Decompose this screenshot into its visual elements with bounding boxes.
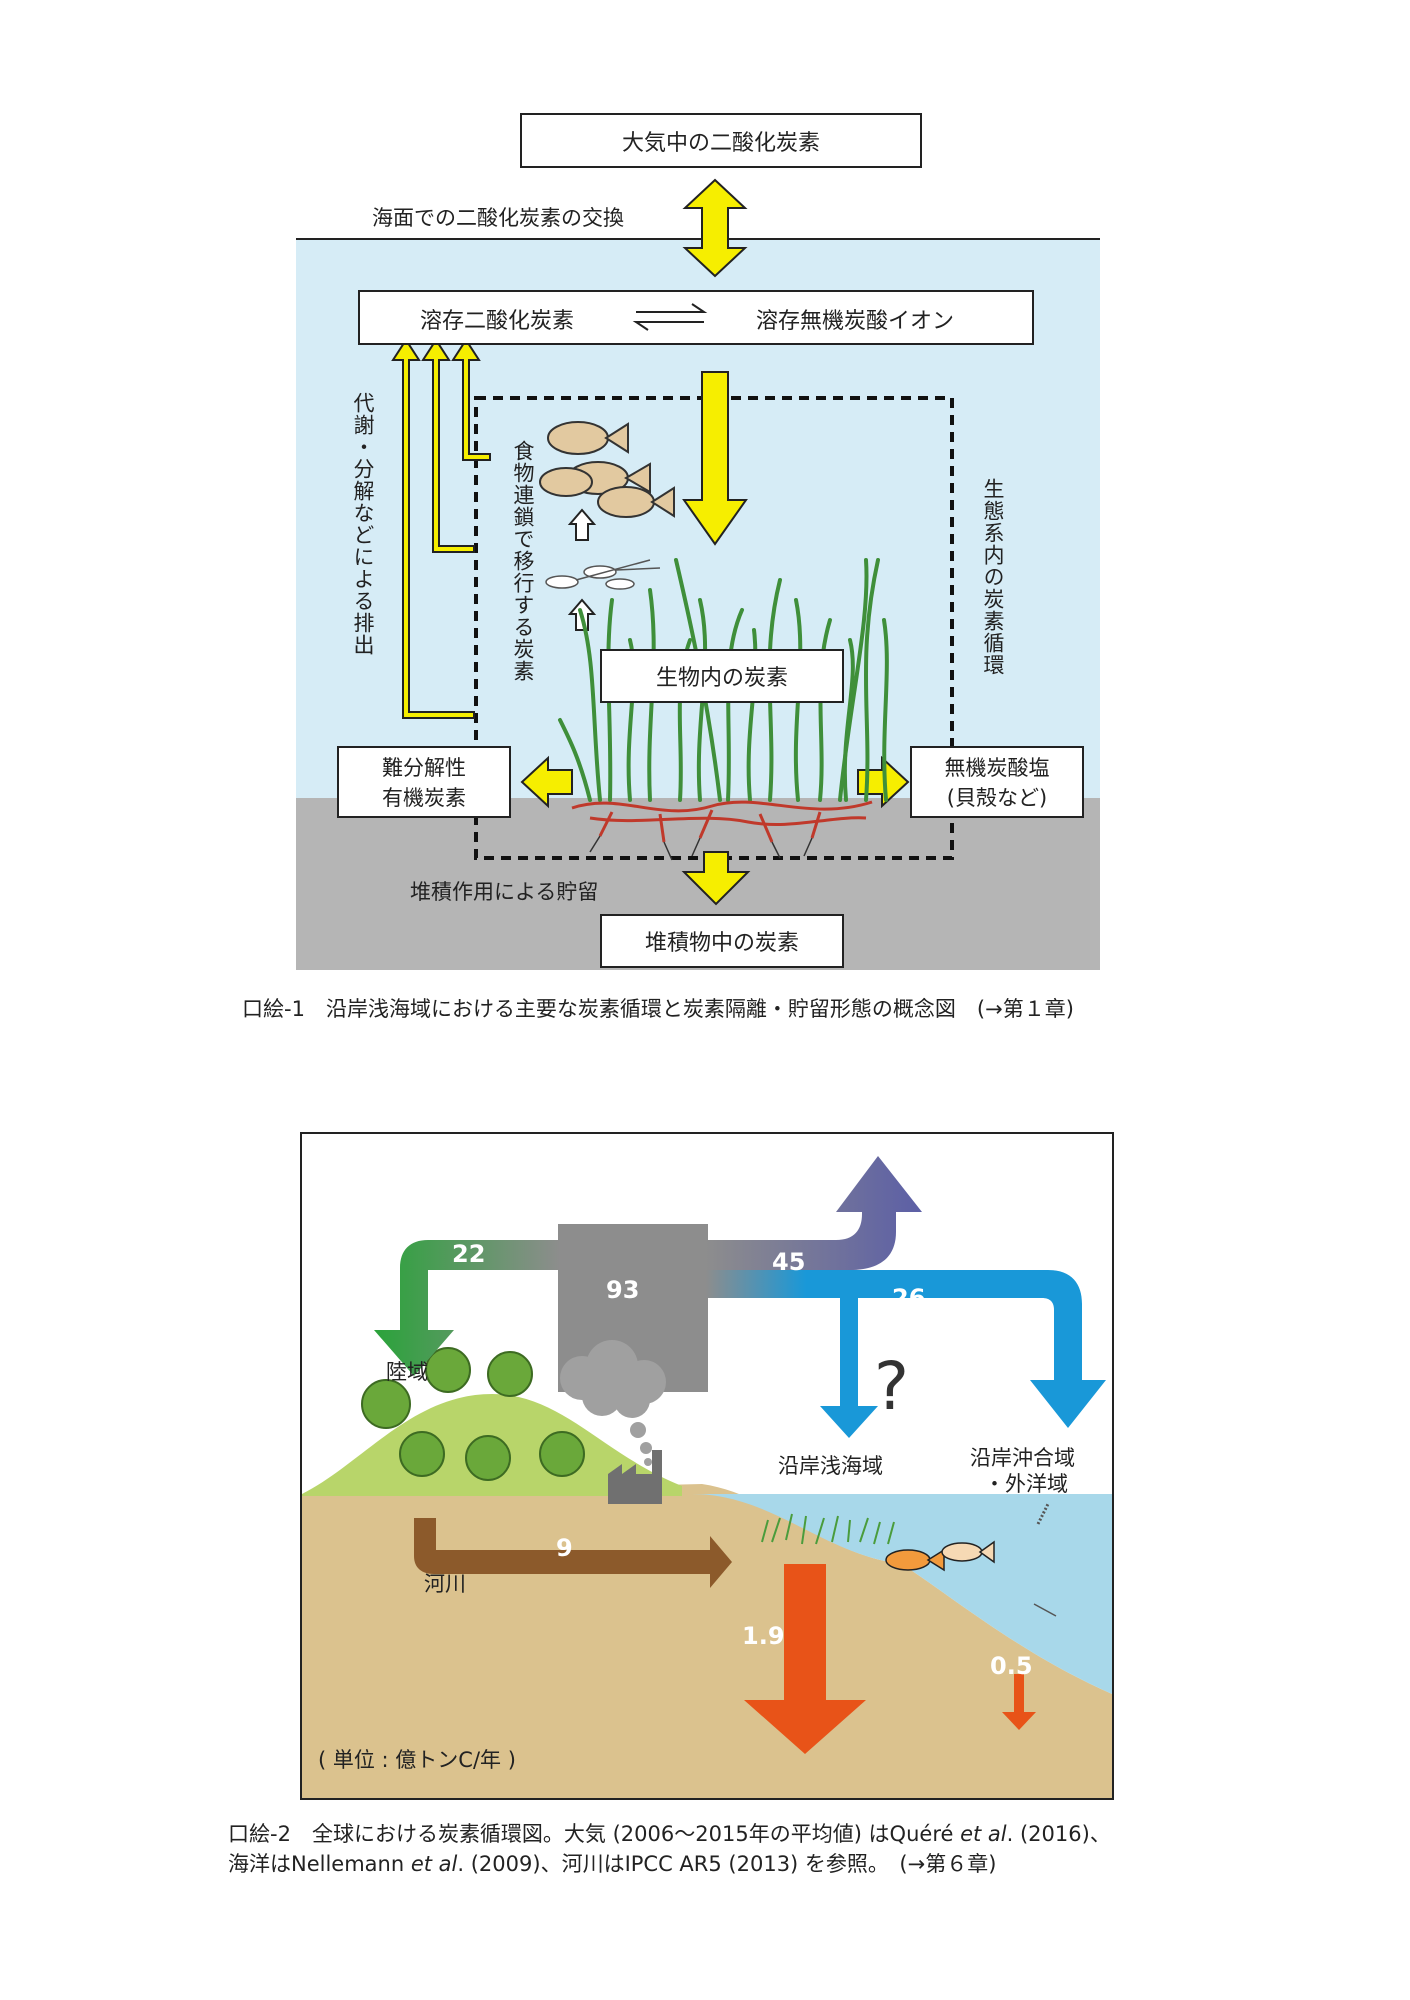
food-chain-label: 食物連鎖で移行する炭素 [511,440,535,682]
atmospheric-co2-box: 大気中の二酸化炭素 [520,113,922,168]
value-45: 45 [772,1248,806,1276]
arrow-45 [706,1156,922,1270]
figure-2-art [302,1156,1112,1798]
value-93: 93 [606,1276,640,1304]
caption-1-a: 口絵-2 全球における炭素循環図。大気 (2006〜2015年の平均値) はQu… [228,1822,961,1846]
value-1-9: 1.9 [742,1622,785,1650]
river-label: 河川 [424,1572,466,1596]
arrow-26-branch [820,1298,878,1438]
inorganic-line-1: 無機炭酸塩 [944,756,1050,780]
shrimp-icon [545,559,661,590]
smoke-cloud-icon [560,1340,666,1466]
caption-1-b: . (2016)、 [1006,1822,1111,1846]
coastal-label: 沿岸浅海域 [778,1454,883,1478]
dissolved-ion-label: 溶存無機炭酸イオン [756,309,955,334]
fish-icon [539,421,675,518]
figure-2-frame [300,1132,1114,1800]
ecosystem-cycle-label: 生態系内の炭素循環 [981,478,1005,676]
arrow-26 [706,1270,1106,1428]
arrow-0-5 [1002,1674,1036,1730]
refractory-arrow [520,755,573,809]
caption-2-b: . (2009)、河川はIPCC AR5 (2013) を参照。 (→第６章) [457,1852,997,1876]
bio-carbon-box: 生物内の炭素 [600,649,844,703]
sediment-carbon-box: 堆積物中の炭素 [600,914,844,968]
emission-arrow-inner [451,338,491,461]
factory-icon [608,1450,662,1504]
arrow-22 [374,1240,560,1376]
offshore-label-1: 沿岸沖合域 [970,1446,1075,1470]
emission-arrow-outer [391,338,475,719]
offshore-label-2: ・外洋域 [984,1472,1068,1496]
question-mark: ? [874,1348,910,1425]
metabolism-label: 代謝・分解などによる排出 [351,392,375,656]
value-9: 9 [556,1534,573,1562]
caption-2-italic: et al [410,1852,458,1876]
figure-2-caption-line-1: 口絵-2 全球における炭素循環図。大気 (2006〜2015年の平均値) はQu… [228,1818,1111,1848]
fish-small-icon [885,1540,995,1572]
value-26: 26 [892,1284,926,1312]
debris-icon [1033,1603,1057,1617]
sea-area [692,1494,1112,1694]
value-22: 22 [452,1240,486,1268]
emission-arrow-middle [421,338,475,553]
roots-icon [571,800,873,843]
unit-label: ( 単位 : 億トンC/年 ) [318,1748,516,1772]
dissolved-co2-label: 溶存二酸化炭素 [420,309,575,334]
arrow-9 [414,1518,732,1588]
figure-1-arrows [391,178,954,906]
value-0-5: 0.5 [990,1652,1033,1680]
sea-exchange-label: 海面での二酸化炭素の交換 [372,206,624,230]
sediment-storage-label: 堆積作用による貯留 [410,880,599,904]
dissolved-box [358,290,1034,345]
refractory-carbon-box: 難分解性 有機炭素 [337,746,511,818]
land-label: 陸域 [386,1360,428,1384]
caption-2-a: 海洋はNellemann [228,1852,411,1876]
inorganic-line-2: (貝殻など) [946,786,1048,810]
caption-1-italic: et al [960,1822,1007,1846]
figure-1-caption: 口絵-1 沿岸浅海域における主要な炭素循環と炭素隔離・貯留形態の概念図 (→第１… [242,997,1074,1021]
figure-2-caption-line-2: 海洋はNellemann et al. (2009)、河川はIPCC AR5 (… [228,1848,996,1878]
exchange-double-arrow [682,178,748,278]
equilibrium-arrows-icon [632,303,708,331]
trees-icon [361,1347,585,1481]
inorganic-carbonate-box: 無機炭酸塩 (貝殻など) [910,746,1084,818]
refractory-line-2: 有機炭素 [382,786,466,810]
uptake-arrow [682,371,748,546]
refractory-line-1: 難分解性 [382,756,466,780]
seagrass-small-icon [761,1513,895,1545]
burial-arrow [681,851,751,906]
food-chain-arrow-1 [567,508,597,541]
arrow-1-9 [744,1564,866,1754]
